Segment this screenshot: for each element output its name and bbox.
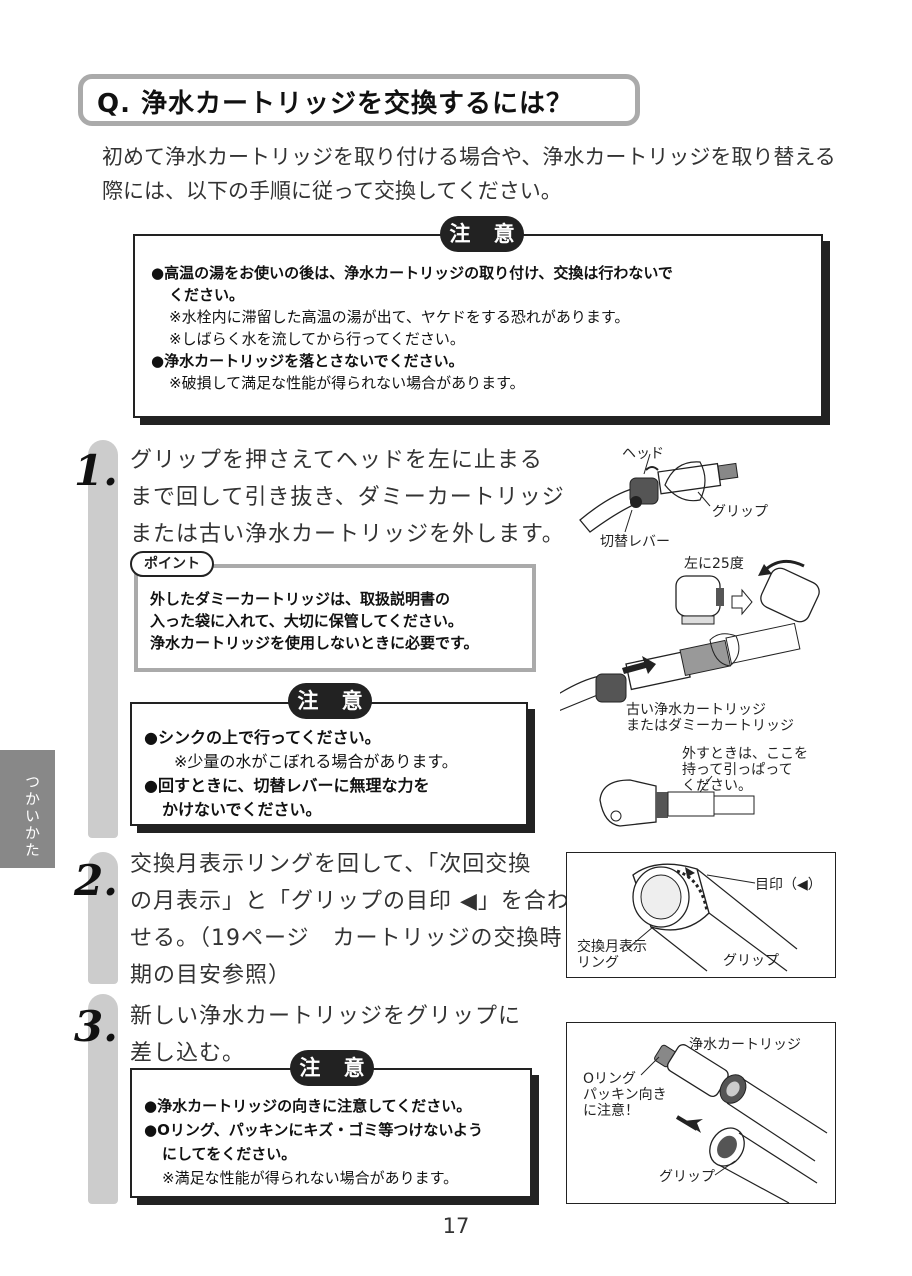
- caution-label: 注 意: [288, 683, 372, 719]
- remove-head-drawing: [579, 453, 739, 533]
- step-2-illustration: 目印（◀） 交換月表示 リング グリップ: [577, 863, 822, 972]
- step-2-illustration-frame: 目印（◀） 交換月表示 リング グリップ: [566, 852, 836, 978]
- step-1-bar: [88, 440, 118, 838]
- oring-label-2: パッキン向き: [583, 1087, 667, 1103]
- step-3-illustration-frame: 浄水カートリッジ Oリング パッキン向き に注意！ グリップ: [566, 1022, 836, 1204]
- caution-note: ※しばらく水を流してから行ってください。: [169, 330, 465, 348]
- step-line: 新しい浄水カートリッジをグリップに: [130, 1004, 522, 1029]
- lever-label: 切替レバー: [600, 534, 670, 550]
- page-title: Q. 浄水カートリッジを交換するには？: [78, 74, 640, 126]
- page-number: 17: [442, 1214, 470, 1238]
- section-tab: つかいかた: [0, 750, 55, 868]
- caution-bullet-cont: ください。: [169, 286, 245, 304]
- step-1-text: グリップを押さえてヘッドを左に止まる まで回して引き抜き、ダミーカートリッジ ま…: [130, 442, 565, 553]
- step-line: グリップを押さえてヘッドを左に止まる: [130, 448, 543, 473]
- grip-drawing: [709, 1127, 818, 1204]
- intro-line: 初めて浄水カートリッジを取り付ける場合や、浄水カートリッジを取り替える: [102, 145, 836, 169]
- rotate-label: 左に25度: [684, 556, 744, 572]
- point-line: 外したダミーカートリッジは、取扱説明書の: [150, 590, 451, 608]
- caution-bullet: ●回すときに、切替レバーに無理な力を: [144, 776, 430, 795]
- caution-note: ※満足な性能が得られない場合があります。: [162, 1169, 459, 1187]
- point-line: 浄水カートリッジを使用しないときに必要です。: [150, 634, 479, 652]
- step-3-caution-box: ●浄水カートリッジの向きに注意してください。 ●Oリング、パッキンにキズ・ゴミ等…: [130, 1068, 532, 1198]
- oring-label-3: に注意！: [583, 1102, 639, 1119]
- step-3-number: 3.: [74, 1002, 118, 1051]
- top-caution-box: ●高温の湯をお使いの後は、浄水カートリッジの取り付け、交換は行わないで ください…: [133, 234, 823, 418]
- hold-label-2: 持って引っぱって: [682, 762, 793, 778]
- step-2-number: 2.: [74, 856, 118, 905]
- old-cartridge-label-2: またはダミーカートリッジ: [626, 718, 794, 734]
- step-line: または古い浄水カートリッジを外します。: [130, 522, 565, 547]
- hold-label: 外すときは、ここを: [682, 746, 808, 762]
- caution-bullet: ●浄水カートリッジを落とさないでください。: [151, 352, 464, 370]
- caution-note: ※水栓内に滞留した高温の湯が出て、ヤケドをする恐れがあります。: [169, 308, 630, 326]
- caution-label: 注 意: [290, 1050, 374, 1086]
- step-1-caution-box: ●シンクの上で行ってください。 ※少量の水がこぼれる場合があります。 ●回すとき…: [130, 702, 528, 826]
- oring-label: Oリング: [583, 1071, 636, 1087]
- step-3-bar: [88, 994, 118, 1204]
- grip-label: グリップ: [723, 953, 779, 969]
- step-3-illustration: 浄水カートリッジ Oリング パッキン向き に注意！ グリップ: [583, 1037, 828, 1204]
- step-1-number: 1.: [74, 446, 118, 495]
- caution-bullet-cont: にしてをください。: [162, 1145, 297, 1163]
- caution-note: ※少量の水がこぼれる場合があります。: [174, 752, 458, 771]
- pull-cartridge-drawing: [560, 622, 801, 712]
- rotate-head-drawing: [675, 559, 820, 625]
- step-line: まで回して引き抜き、ダミーカートリッジ: [130, 485, 565, 510]
- step-line: 差し込む。: [130, 1041, 246, 1066]
- ring-drawing: [632, 863, 798, 972]
- hold-label-3: ください。: [682, 778, 752, 794]
- caution-bullet: ●シンクの上で行ってください。: [144, 728, 381, 747]
- caution-bullet-cont: かけないでください。: [162, 800, 322, 819]
- hold-cartridge-drawing: [599, 775, 755, 827]
- caution-note: ※破損して満足な性能が得られない場合があります。: [169, 374, 525, 392]
- point-label: ポイント: [130, 551, 214, 577]
- old-cartridge-label: 古い浄水カートリッジ: [626, 702, 766, 718]
- ring-label-2: リング: [577, 955, 619, 971]
- caution-bullet: ●浄水カートリッジの向きに注意してください。: [144, 1097, 472, 1115]
- intro-line: 際には、以下の手順に従って交換してください。: [102, 179, 562, 203]
- point-box: 外したダミーカートリッジは、取扱説明書の 入った袋に入れて、大切に保管してくださ…: [134, 564, 536, 672]
- step-line: 期の目安参照）: [130, 963, 292, 988]
- step-1-illustration: ヘッド グリップ 切替レバー 左に25度 古い浄水カートリッジ またはダミーカー…: [560, 446, 820, 827]
- caution-bullet: ●Oリング、パッキンにキズ・ゴミ等つけないよう: [144, 1121, 484, 1139]
- step-line: 交換月表示リングを回して、「次回交換: [130, 852, 532, 877]
- caution-label: 注 意: [440, 216, 524, 252]
- mark-label: 目印（◀）: [755, 877, 822, 893]
- cartridge-label: 浄水カートリッジ: [689, 1037, 801, 1053]
- point-line: 入った袋に入れて、大切に保管してください。: [150, 612, 463, 630]
- step-line: の月表示」と「グリップの目印 ◀」を合わ: [130, 889, 570, 914]
- step-line: せる。（19ページ カートリッジの交換時: [130, 926, 563, 951]
- ring-label: 交換月表示: [577, 938, 647, 955]
- caution-bullet: ●高温の湯をお使いの後は、浄水カートリッジの取り付け、交換は行わないで: [151, 264, 673, 282]
- grip-label: グリップ: [659, 1169, 715, 1185]
- grip-label: グリップ: [712, 504, 768, 520]
- intro-text: 初めて浄水カートリッジを取り付ける場合や、浄水カートリッジを取り替える 際には、…: [102, 140, 842, 208]
- step-2-bar: [88, 852, 118, 984]
- step-3-text: 新しい浄水カートリッジをグリップに 差し込む。: [130, 998, 521, 1072]
- step-2-text: 交換月表示リングを回して、「次回交換 の月表示」と「グリップの目印 ◀」を合わ …: [130, 846, 570, 994]
- cartridge-drawing: [654, 1044, 828, 1162]
- head-label: ヘッド: [622, 446, 664, 462]
